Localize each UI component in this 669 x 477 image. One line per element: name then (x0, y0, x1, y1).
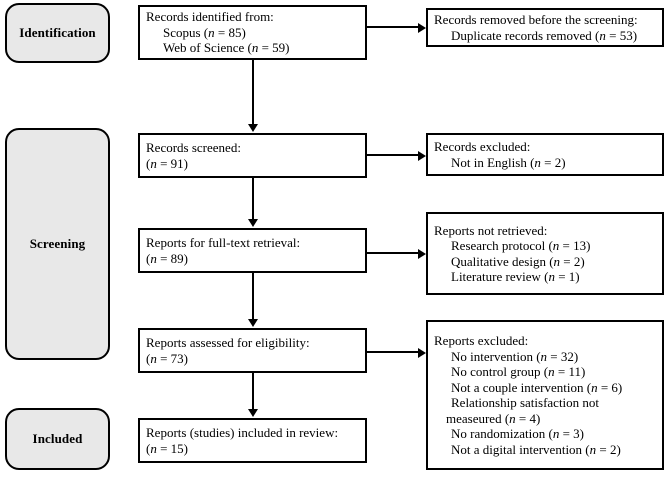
stage-label-included: Included (32, 430, 83, 446)
box-reports-not-retrieved: Reports not retrieved: Research protocol… (426, 212, 664, 295)
box-line: Records excluded: (434, 139, 531, 154)
box-records-excluded: Records excluded: Not in English (n = 2) (426, 133, 664, 176)
connector-identified-to-removed (367, 26, 419, 28)
stage-pill-screening: Screening (5, 128, 110, 360)
box-reports-included: Reports (studies) included in review: (n… (138, 418, 367, 463)
box-line: Literature review (n = 1) (451, 269, 580, 284)
box-reports-fulltext: Reports for full-text retrieval: (n = 89… (138, 228, 367, 273)
box-line: No randomization (n = 3) (451, 426, 584, 441)
box-line: No control group (n = 11) (451, 364, 586, 379)
connector-assessed-to-reports-excluded (367, 351, 419, 353)
box-records-removed: Records removed before the screening: Du… (426, 8, 664, 47)
box-line: Records removed before the screening: (434, 12, 638, 27)
stage-label-screening: Screening (29, 235, 86, 251)
arrowhead-assessed-to-reports-excluded (418, 348, 426, 358)
arrowhead-screened-to-excluded (418, 151, 426, 161)
box-line: Not a digital intervention (n = 2) (451, 441, 621, 457)
box-line: Duplicate records removed (n = 53) (451, 27, 638, 43)
arrowhead-identified-to-screened (248, 124, 258, 132)
box-line: Reports (studies) included in review: (146, 425, 339, 440)
box-line: Reports for full-text retrieval: (146, 235, 301, 250)
box-line: Records identified from: (146, 9, 274, 25)
arrowhead-fulltext-to-assessed (248, 319, 258, 327)
box-line: Reports assessed for eligibility: (146, 335, 310, 350)
box-line: (n = 15) (146, 440, 189, 456)
stage-label-identification: Identification (19, 24, 96, 40)
box-line: Not in English (n = 2) (451, 154, 566, 170)
stage-pill-included: Included (5, 408, 110, 470)
connector-screened-to-fulltext (252, 178, 254, 220)
stage-pill-identification: Identification (5, 3, 110, 63)
connector-fulltext-to-assessed (252, 273, 254, 320)
box-line: Reports excluded: (434, 333, 529, 348)
box-records-identified: Records identified from: Scopus (n = 85)… (138, 5, 367, 60)
box-reports-assessed: Reports assessed for eligibility: (n = 7… (138, 328, 367, 373)
box-records-screened: Records screened: (n = 91) (138, 133, 367, 178)
connector-screened-to-excluded (367, 154, 419, 156)
box-line: Research protocol (n = 13) (451, 238, 591, 253)
arrowhead-fulltext-to-not-retrieved (418, 249, 426, 259)
arrowhead-screened-to-fulltext (248, 219, 258, 227)
box-line: (n = 73) (146, 350, 189, 366)
box-reports-excluded: Reports excluded: No intervention (n = 3… (426, 320, 664, 470)
box-line: (n = 89) (146, 250, 189, 266)
arrowhead-assessed-to-included (248, 409, 258, 417)
connector-assessed-to-included (252, 373, 254, 410)
box-line: Reports not retrieved: (434, 222, 548, 238)
box-line: Not a couple intervention (n = 6) (451, 379, 623, 395)
box-line: Relationship satisfaction not (451, 395, 600, 410)
arrowhead-identified-to-removed (418, 23, 426, 33)
box-line: No intervention (n = 32) (451, 348, 579, 364)
box-line: Records screened: (146, 140, 241, 155)
connector-fulltext-to-not-retrieved (367, 252, 419, 254)
connector-identified-to-screened (252, 60, 254, 125)
box-line: Web of Science (n = 59) (163, 40, 290, 56)
box-line: (n = 91) (146, 155, 189, 171)
box-line: Scopus (n = 85) (163, 24, 246, 40)
box-line: Qualitative design (n = 2) (451, 253, 585, 269)
box-line: measeured (n = 4) (446, 410, 541, 426)
